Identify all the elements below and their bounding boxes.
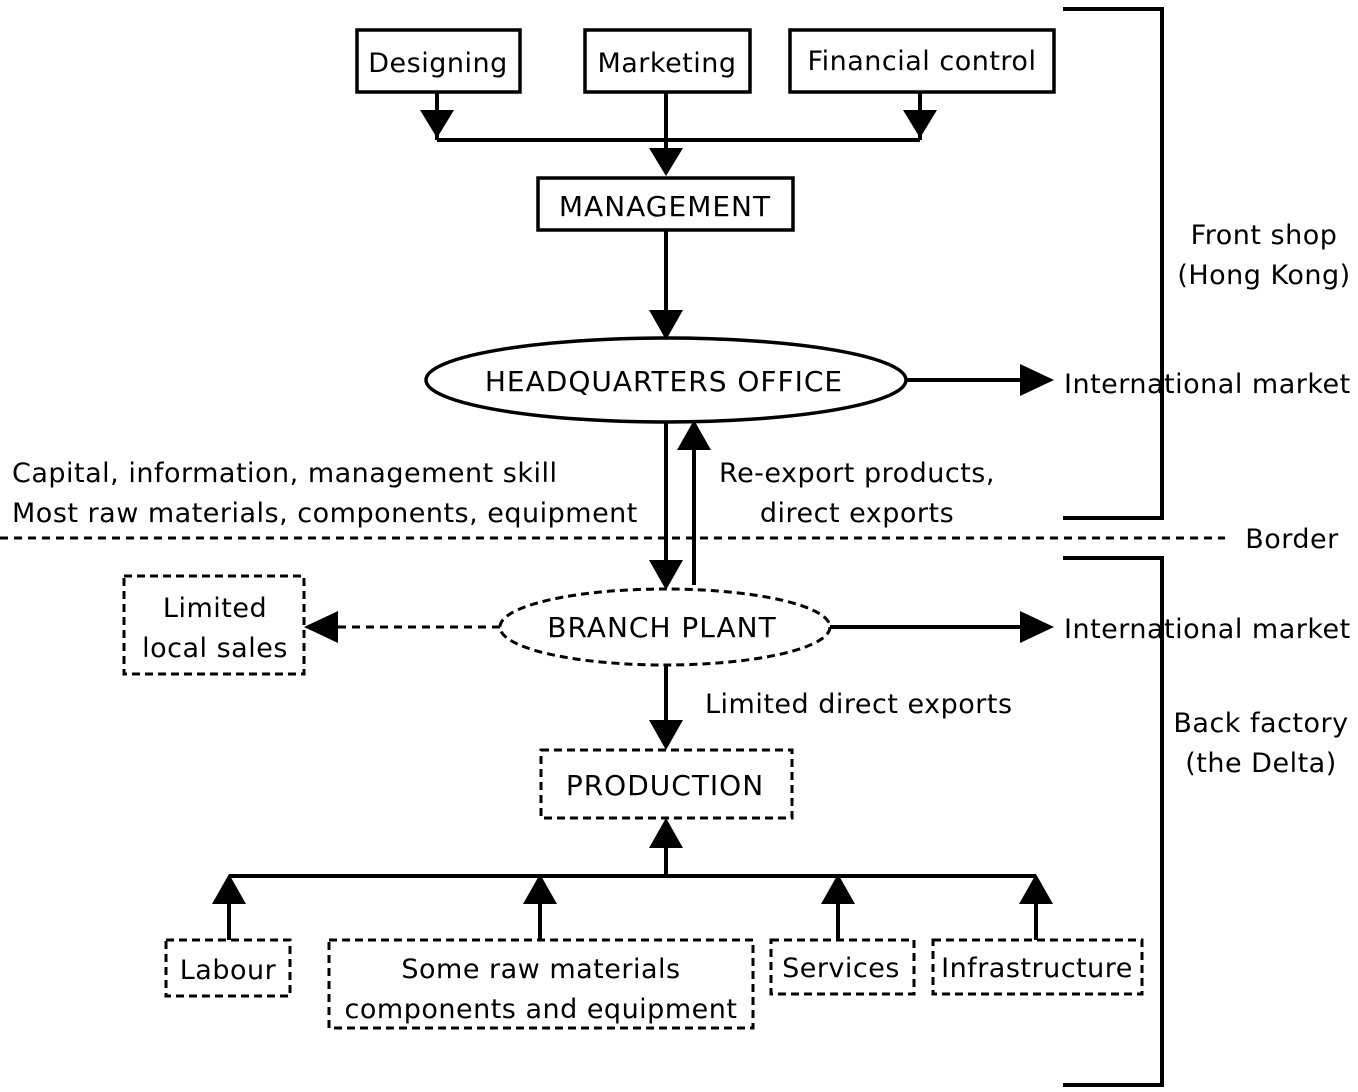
border-label: Border: [1245, 524, 1339, 555]
flows-up-line1: Re-export products,: [719, 458, 995, 489]
financial-control-box: Financial control: [788, 28, 1056, 94]
designing-box: Designing: [355, 28, 522, 94]
labour-label: Labour: [180, 955, 277, 986]
flows-up-line2: direct exports: [760, 498, 954, 529]
designing-label: Designing: [368, 48, 507, 79]
raw-materials-line2: components and equipment: [345, 994, 738, 1025]
services-label: Services: [782, 953, 900, 984]
arrow-plant-market: [1020, 611, 1054, 643]
back-factory-line2: (the Delta): [1185, 748, 1337, 779]
front-shop-bracket: [1063, 7, 1164, 520]
input-connectors: [212, 818, 1053, 940]
arrow-to-hq-up: [677, 420, 711, 450]
limited-local-sales-box: Limited local sales: [122, 574, 306, 676]
infrastructure-label: Infrastructure: [941, 953, 1133, 984]
top-connectors: [420, 92, 937, 176]
production-label: PRODUCTION: [566, 769, 764, 802]
raw-materials-box: Some raw materials components and equipm…: [327, 938, 755, 1030]
arrow-to-hq: [649, 310, 683, 340]
raw-materials-line1: Some raw materials: [401, 954, 680, 985]
limited-local-sales-line1: Limited: [163, 593, 267, 624]
infrastructure-box: Infrastructure: [931, 938, 1144, 996]
arrow-to-management: [649, 148, 683, 176]
branch-plant-label: BRANCH PLANT: [547, 611, 776, 644]
back-factory-line1: Back factory: [1173, 708, 1348, 739]
arrow-local-sales: [304, 611, 338, 643]
front-shop-line1: Front shop: [1191, 220, 1338, 251]
flows-down-line1: Capital, information, management skill: [12, 458, 558, 489]
arrow-to-production: [649, 720, 683, 750]
plant-market-label: International market: [1064, 614, 1351, 645]
marketing-label: Marketing: [597, 48, 736, 79]
limited-local-sales-line2: local sales: [142, 633, 288, 664]
arrow-designing: [420, 110, 454, 138]
hq-market-label: International market: [1064, 369, 1351, 400]
arrow-financial: [903, 110, 937, 138]
headquarters-ellipse: HEADQUARTERS OFFICE: [424, 336, 908, 424]
production-box: PRODUCTION: [539, 748, 794, 820]
limited-exports-label: Limited direct exports: [705, 689, 1013, 720]
services-box: Services: [769, 938, 916, 996]
labour-box: Labour: [164, 938, 292, 998]
arrow-hq-market: [1020, 364, 1054, 396]
management-box: MANAGEMENT: [536, 176, 795, 232]
back-factory-bracket: [1063, 556, 1164, 1087]
flows-down-line2: Most raw materials, components, equipmen…: [12, 498, 638, 529]
financial-control-label: Financial control: [808, 46, 1037, 77]
management-label: MANAGEMENT: [559, 190, 771, 223]
branch-plant-ellipse: BRANCH PLANT: [498, 587, 832, 667]
arrow-to-plant: [649, 560, 683, 590]
marketing-box: Marketing: [583, 28, 752, 94]
front-shop-line2: (Hong Kong): [1177, 260, 1350, 291]
headquarters-label: HEADQUARTERS OFFICE: [485, 365, 843, 398]
